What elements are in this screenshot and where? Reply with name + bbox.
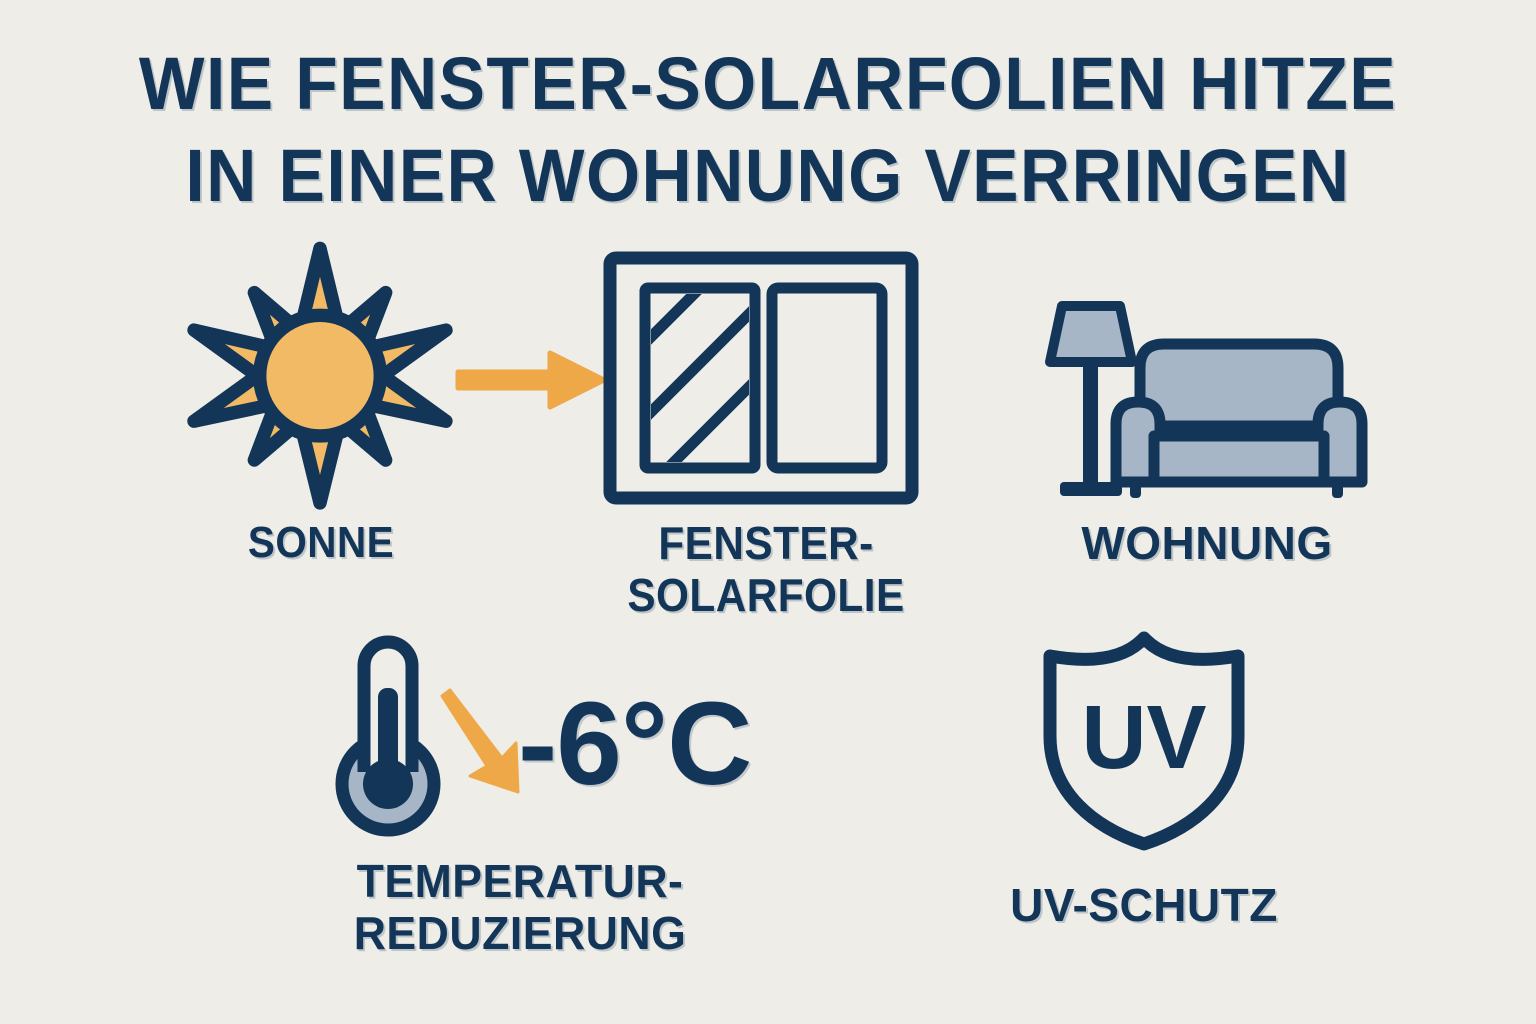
title-line-2: IN EINER WOHNUNG VERRINGEN (185, 134, 1351, 217)
temperature-value-text: -6°C (518, 678, 752, 810)
arrow-right-icon (452, 345, 612, 415)
sun-icon (186, 241, 454, 511)
shield-outline (1043, 631, 1245, 851)
shield-label: UV (1081, 688, 1206, 788)
window-frame (603, 251, 919, 505)
thermometer-mercury-bulb (363, 759, 413, 809)
label-sonne-text: SONNE (247, 518, 395, 567)
floor-lamp-icon (1045, 301, 1137, 496)
sun-disc (253, 308, 387, 443)
label-temperaturreduzierung: TEMPERATUR- REDUZIERUNG (210, 855, 831, 959)
thermometer-icon (330, 632, 450, 840)
label-uv-text: UV-SCHUTZ (1010, 879, 1278, 931)
label-wohnung-text: WOHNUNG (1081, 517, 1333, 569)
label-temp-line-1: TEMPERATUR- (356, 855, 684, 907)
label-folie-line-1: FENSTER- (658, 517, 874, 569)
temperature-delta-value: -6°C (518, 678, 798, 810)
title-line-1: WIE FENSTER-SOLARFOLIEN HITZE (138, 42, 1398, 125)
sofa-icon (1110, 338, 1368, 498)
label-sonne: SONNE (160, 518, 482, 567)
window-pane-left-with-film (639, 282, 761, 474)
sofa-and-lamp-icon (1032, 290, 1372, 512)
label-wohnung: WOHNUNG (1012, 517, 1402, 570)
shield-icon: UV (1022, 628, 1266, 854)
label-fenster-solarfolie: FENSTER- SOLARFOLIE (573, 517, 959, 621)
label-folie-line-2: SOLARFOLIE (627, 568, 905, 621)
window-icon (600, 248, 922, 508)
page-title: WIE FENSTER-SOLARFOLIEN HITZE IN EINER W… (0, 38, 1536, 222)
label-temp-line-2: REDUZIERUNG (353, 906, 687, 959)
label-uv-schutz: UV-SCHUTZ (944, 879, 1344, 932)
arrow-down-right-icon (430, 688, 534, 800)
window-pane-right (766, 282, 888, 474)
